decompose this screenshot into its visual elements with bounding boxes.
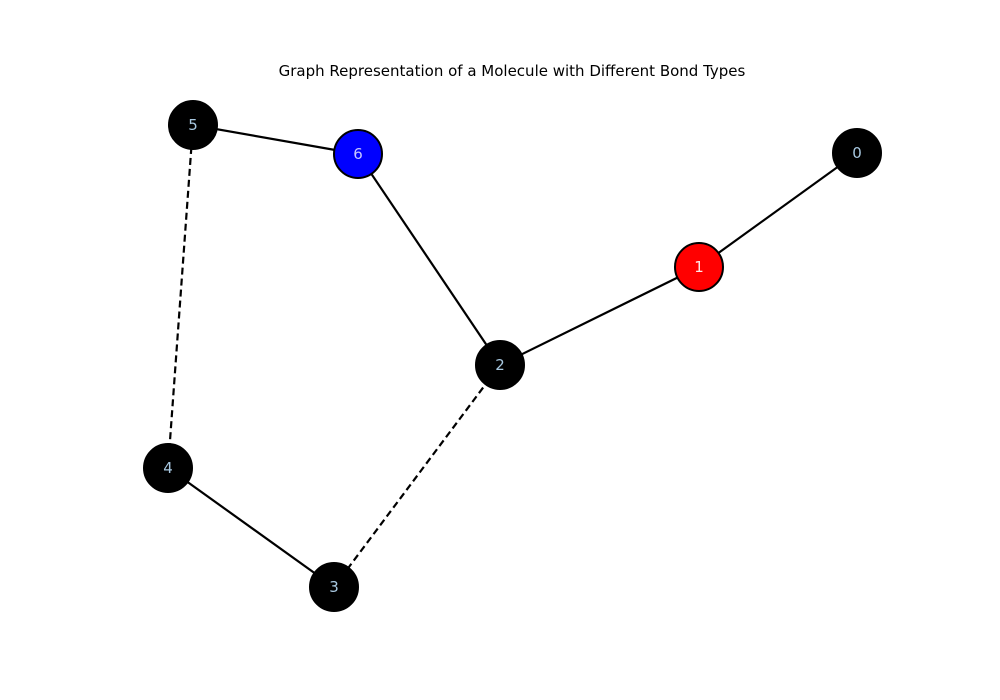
node-circle-4 xyxy=(143,443,193,493)
node-label-4: 4 xyxy=(163,459,173,477)
node-6: 6 xyxy=(333,129,383,179)
edge-6-5-solid xyxy=(192,123,359,156)
node-label-3: 3 xyxy=(329,578,339,596)
node-label-2: 2 xyxy=(495,356,505,374)
edge-5-4-dashed xyxy=(166,124,195,469)
node-circle-0 xyxy=(832,128,882,178)
node-5: 5 xyxy=(168,100,218,150)
edge-4-3-solid xyxy=(167,467,335,588)
node-label-5: 5 xyxy=(188,116,198,134)
edge-0-1-solid xyxy=(698,152,858,268)
node-circle-5 xyxy=(168,100,218,150)
node-3: 3 xyxy=(309,562,359,612)
edge-3-2-dashed xyxy=(333,364,501,588)
node-circle-2 xyxy=(475,340,525,390)
edges-layer xyxy=(166,123,858,588)
node-4: 4 xyxy=(143,443,193,493)
graph-title: Graph Representation of a Molecule with … xyxy=(279,62,746,80)
node-1: 1 xyxy=(674,242,724,292)
node-0: 0 xyxy=(832,128,882,178)
node-label-6: 6 xyxy=(353,145,363,163)
nodes-layer: 0 1 2 3 4 5 6 xyxy=(143,100,882,612)
node-label-1: 1 xyxy=(694,258,704,276)
node-2: 2 xyxy=(475,340,525,390)
node-circle-6 xyxy=(333,129,383,179)
node-circle-1 xyxy=(674,242,724,292)
node-circle-3 xyxy=(309,562,359,612)
node-label-0: 0 xyxy=(852,144,862,162)
edge-2-6-solid xyxy=(357,153,501,366)
edge-1-2-solid xyxy=(499,266,700,366)
